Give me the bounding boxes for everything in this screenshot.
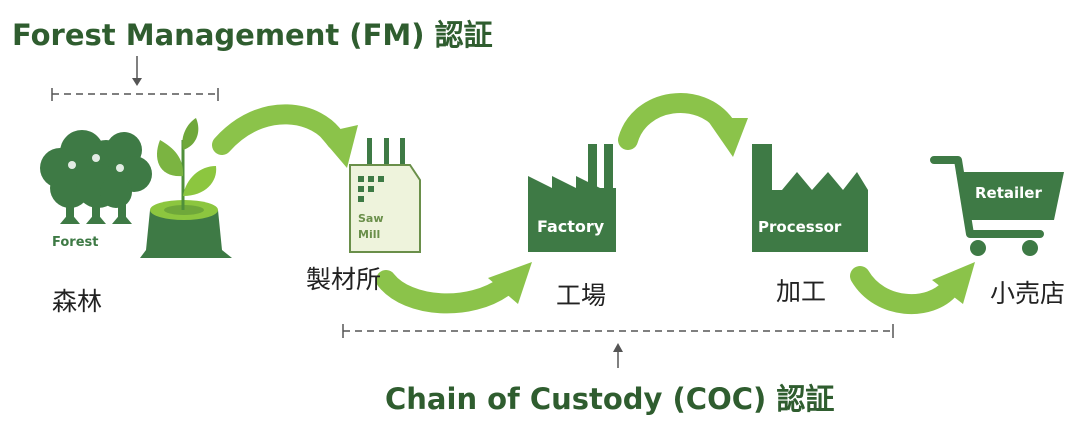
processor-icon-label: Processor	[758, 218, 842, 236]
forest-icon	[40, 118, 232, 258]
processor-icon	[752, 144, 868, 252]
stage-label-retailer: 小売店	[990, 279, 1066, 308]
stage-label-forest: 森林	[52, 287, 103, 316]
stage-label-sawmill: 製材所	[306, 265, 382, 294]
flow-arrow-factory-to-processor	[618, 93, 748, 157]
forest-icon-label: Forest	[52, 235, 98, 250]
saw-mill-icon	[349, 138, 421, 253]
retailer-cart-icon	[930, 156, 1064, 256]
flow-arrow-sawmill-to-factory	[376, 262, 532, 314]
saw-mill-label-line2: Mill	[358, 228, 380, 241]
flow-arrow-forest-to-sawmill	[212, 104, 358, 168]
coc-certification-title: Chain of Custody (COC) 認証	[385, 382, 835, 416]
retailer-icon-label: Retailer	[975, 184, 1042, 202]
fm-certification-title: Forest Management (FM) 認証	[12, 18, 493, 52]
fm-bracket	[51, 56, 219, 101]
coc-bracket	[342, 324, 894, 368]
factory-icon-label: Factory	[537, 217, 605, 236]
stage-label-factory: 工場	[556, 281, 607, 310]
factory-icon	[528, 144, 616, 252]
stage-label-processor: 加工	[776, 277, 827, 306]
flow-arrow-processor-to-retailer	[850, 262, 975, 315]
saw-mill-label-line1: Saw	[358, 212, 384, 225]
